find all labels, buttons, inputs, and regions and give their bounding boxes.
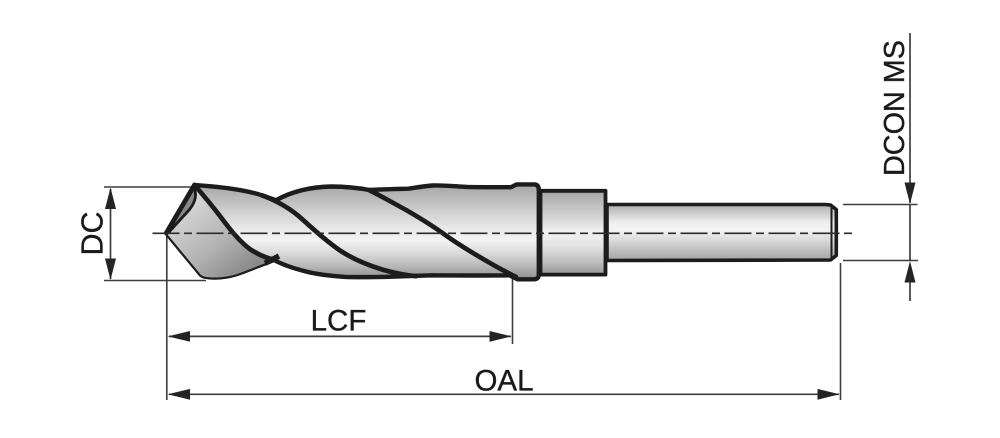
svg-text:LCF: LCF [311, 305, 367, 338]
svg-text:DC: DC [75, 211, 109, 255]
svg-text:DCON MS: DCON MS [879, 40, 911, 176]
svg-text:OAL: OAL [474, 365, 533, 398]
